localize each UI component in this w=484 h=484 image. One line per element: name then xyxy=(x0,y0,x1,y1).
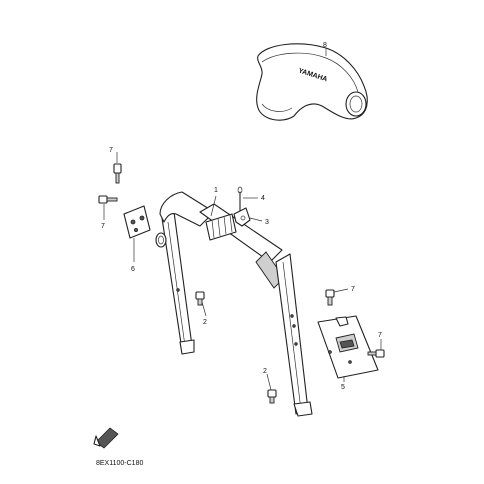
leader-7c xyxy=(333,288,349,293)
handle-pole-part-1 xyxy=(155,191,313,417)
bolt-part-7-right-upper xyxy=(325,289,335,306)
clip-part-3 xyxy=(233,207,251,227)
leader-2a xyxy=(201,301,207,317)
leader-2b xyxy=(266,373,272,391)
bracket-part-6 xyxy=(123,205,151,239)
bolt-part-7-right-lower xyxy=(367,349,385,358)
handle-pad-part: YAMAHA xyxy=(256,43,368,121)
diagram-code: 8EX1100-C180 xyxy=(96,460,143,467)
bolt-part-2-lower xyxy=(267,389,277,404)
bolt-part-7-left xyxy=(98,195,118,204)
leader-1 xyxy=(210,195,217,217)
callout-2a: 2 xyxy=(203,319,207,326)
callout-2b: 2 xyxy=(263,368,267,375)
callout-4: 4 xyxy=(261,195,265,202)
bolt-part-2-upper xyxy=(195,291,205,306)
pin-part-4 xyxy=(237,186,243,213)
callout-5: 5 xyxy=(341,384,345,391)
callout-7a: 7 xyxy=(109,147,113,154)
bolt-part-7-upper xyxy=(113,163,122,184)
plate-part-5 xyxy=(317,315,379,379)
callout-8: 8 xyxy=(323,42,327,49)
callout-7c: 7 xyxy=(351,286,355,293)
front-arrow-icon xyxy=(93,427,119,449)
callout-7b: 7 xyxy=(101,223,105,230)
callout-7d: 7 xyxy=(378,332,382,339)
leader-3 xyxy=(249,217,263,222)
callout-6: 6 xyxy=(131,266,135,273)
callout-3: 3 xyxy=(265,219,269,226)
callout-1: 1 xyxy=(214,187,218,194)
